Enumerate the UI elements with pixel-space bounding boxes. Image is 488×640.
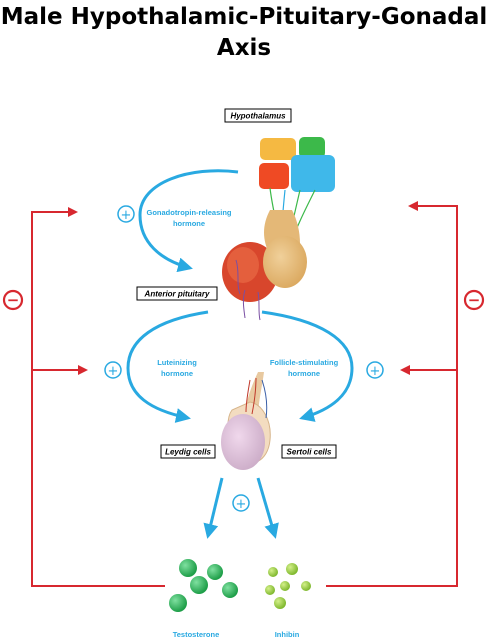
svg-text:−: − [7,291,20,309]
lh-label-line2: hormone [161,369,193,378]
positive-sign-lh: + [104,361,122,379]
gnrh-label-line2: hormone [173,219,205,228]
lh-label-line1: Luteinizing [157,358,197,367]
title-line-1: Male Hypothalamic-Pituitary-Gonadal [0,4,488,30]
svg-text:Hypothalamus: Hypothalamus [230,112,286,121]
leydig-cells-label: Leydig cells [160,444,216,459]
lh-arrow [126,310,209,423]
positive-sign-gnrh: + [117,205,135,223]
testosterone-arrow [203,477,224,539]
gnrh-label-line1: Gonadotropin-releasing [146,208,231,217]
testis-vessels [245,377,257,415]
hypothalamus-illustration [259,137,335,251]
fsh-label-line1: Follicle-stimulating [270,358,339,367]
title-line-2: Axis [216,35,272,61]
inhibin-molecules [265,563,311,609]
pituitary-illustration [222,210,307,321]
anterior-pituitary-label: Anterior pituitary [136,286,218,301]
inhibin-arrow [256,477,279,539]
inhibin-label: Inhibin [275,630,300,639]
positive-sign-gonad: + [232,494,250,512]
svg-text:+: + [370,364,381,379]
svg-text:+: + [121,208,132,223]
posterior-lobe [263,236,307,288]
fsh-label-line2: hormone [288,369,320,378]
vas-deferens [261,379,268,419]
testis-body [221,414,265,470]
gnrh-arrow [138,169,239,273]
svg-text:−: − [468,291,481,309]
negative-sign-left: − [2,289,24,311]
fsh-arrow [261,310,354,422]
sertoli-cells-label: Sertoli cells [281,444,337,459]
hypothalamus-label: Hypothalamus [224,108,292,123]
page-title: Male Hypothalamic-Pituitary-Gonadal Axis [0,2,488,64]
testosterone-label: Testosterone [173,630,220,639]
svg-text:Leydig cells: Leydig cells [165,448,211,457]
svg-text:Sertoli cells: Sertoli cells [287,448,332,457]
svg-text:+: + [236,497,247,512]
positive-sign-fsh: + [366,361,384,379]
negative-sign-right: − [463,289,485,311]
testis-illustration [221,372,271,470]
hypothalamus-nucleus-yellow [260,138,296,160]
anterior-lobe-highlight [227,247,259,283]
testosterone-feedback-line [31,207,165,587]
svg-text:Anterior pituitary: Anterior pituitary [144,290,210,299]
hypothalamus-nucleus-red [259,163,289,189]
pituitary-vessels [235,259,261,321]
inhibin-feedback-line [326,201,458,587]
hypothalamus-nucleus-blue [291,155,335,192]
testosterone-molecules [169,559,238,612]
hypothalamus-nucleus-green [299,137,325,158]
svg-text:+: + [108,364,119,379]
